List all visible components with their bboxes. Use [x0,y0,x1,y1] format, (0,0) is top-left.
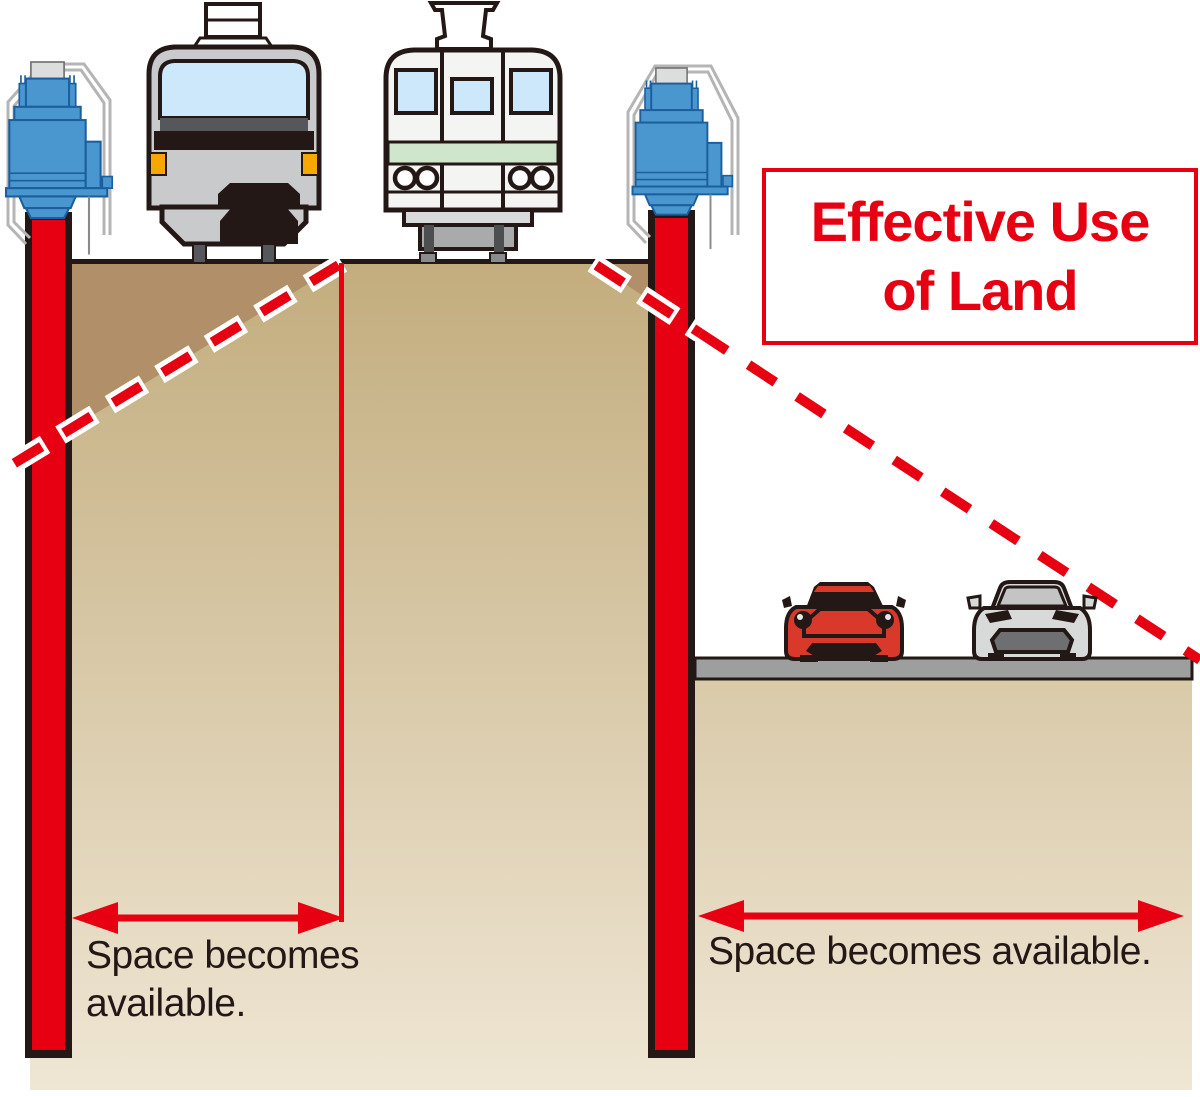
title-box: Effective Use of Land [762,168,1198,345]
title-line-2: of Land [882,258,1078,322]
pile-body [32,220,65,1050]
excavation-slope-line-left [0,254,348,481]
red-car-icon [782,582,906,662]
pile-body [655,218,688,1050]
soil-cross-section [30,259,1192,1090]
left-space-label-line-1: Space becomes [86,934,360,977]
left-space-label: Space becomes available. [86,932,360,1029]
left-space-label-line-2: available. [86,982,246,1026]
excavation-slope-line-right [587,254,1200,665]
road-slab [693,656,1194,681]
right-space-label-line-1: Space becomes available. [708,930,1152,973]
soil-mid-block [30,263,695,1090]
ground-surface-line [62,259,654,264]
silver-train-icon [146,2,322,264]
soil-right-block [695,679,1192,1090]
right-space-label: Space becomes available. [708,928,1152,976]
space-boundary-line [339,263,344,922]
road-platform [693,656,1194,681]
title-line-1: Effective Use [810,190,1151,254]
silver-car-icon [966,580,1098,661]
left-sheet-pile-wall [25,212,72,1058]
right-width-arrow [698,900,1184,932]
left-width-arrow [72,902,344,934]
right-sheet-pile-wall [648,210,695,1058]
white-train-icon [383,0,563,264]
